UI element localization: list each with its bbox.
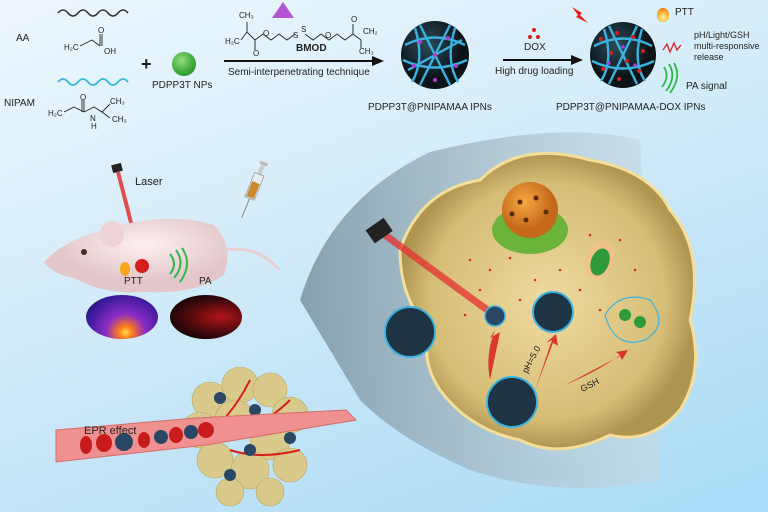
svg-text:CH₃: CH₃ [110,97,125,106]
dox-label: DOX [524,42,546,53]
svg-text:H₂C: H₂C [64,43,79,52]
pdpp3t-nps-label: PDPP3T NPs [152,80,213,91]
svg-text:H: H [91,122,97,131]
aa-label: AA [16,33,30,44]
release-line-1: pH/Light/GSH [694,30,750,40]
epr-effect-label: EPR effect [84,425,137,437]
svg-text:S: S [301,25,306,34]
release-zigzag-icon [662,41,682,54]
svg-text:CH₃: CH₃ [359,47,374,56]
svg-text:S: S [293,31,298,40]
svg-text:O: O [351,15,357,24]
plus-sign: + [141,54,152,74]
svg-text:O: O [80,93,86,102]
release-line-2: multi-responsive [694,41,760,51]
ipn-nanosphere-icon [401,21,469,89]
ptt-flame-icon [657,8,669,22]
ptt-feature-label: PTT [675,7,694,18]
ptt-mouse-label: PTT [124,276,143,287]
dox-loaded-nanosphere-icon [590,22,656,88]
lightning-icon [572,7,588,23]
pa-signal-wave-icon [661,62,679,94]
svg-text:O: O [263,29,269,38]
pa-mouse-label: PA [199,276,212,287]
svg-text:CH₂: CH₂ [363,27,378,36]
bmod-label: BMOD [296,43,327,54]
blood-vessel-illustration [55,409,358,463]
dox-molecules-icon [528,28,540,39]
nipam-structure-icon: H₂C O N H CH₃ CH₃ [48,93,127,131]
svg-text:H₂C: H₂C [225,37,240,46]
svg-text:OH: OH [104,47,116,56]
acrylic-acid-structure-icon: H₂C O OH [64,26,116,56]
svg-text:H₂C: H₂C [48,109,63,118]
bmod-structure-icon: CH₃ H₂C O O S S O O CH₂ CH₃ [225,11,378,58]
pa-signal-label: PA signal [686,81,727,92]
svg-text:O: O [98,26,104,35]
pa-image [170,295,242,339]
pa-wave-mouse-icon [169,247,188,283]
step2-arrow-icon [503,55,583,65]
svg-text:N: N [90,114,96,123]
step1-arrow-label: Semi-interpenetrating technique [228,67,370,78]
nipam-label: NIPAM [4,98,35,109]
svg-text:CH₃: CH₃ [239,11,254,20]
ptt-thermal-image [86,295,158,339]
release-line-3: release [694,52,724,62]
mouse-illustration [44,218,281,293]
step2-arrow-label: High drug loading [495,66,574,77]
aa-polymer-chain-icon [57,9,129,17]
product2-label: PDPP3T@PNIPAMAA-DOX IPNs [556,102,706,113]
laser-label: Laser [135,176,163,188]
step1-arrow-icon [224,56,384,66]
svg-text:O: O [325,31,331,40]
tumor-cell-illustration [365,151,698,451]
nipam-polymer-chain-icon [57,78,129,86]
svg-text:O: O [253,49,259,58]
syringe-icon [241,160,268,219]
svg-text:CH₃: CH₃ [112,115,127,124]
bmod-crosslinker-icon [272,2,294,18]
pdpp3t-nanoparticle-icon [172,52,196,76]
product1-label: PDPP3T@PNIPAMAA IPNs [368,102,492,113]
